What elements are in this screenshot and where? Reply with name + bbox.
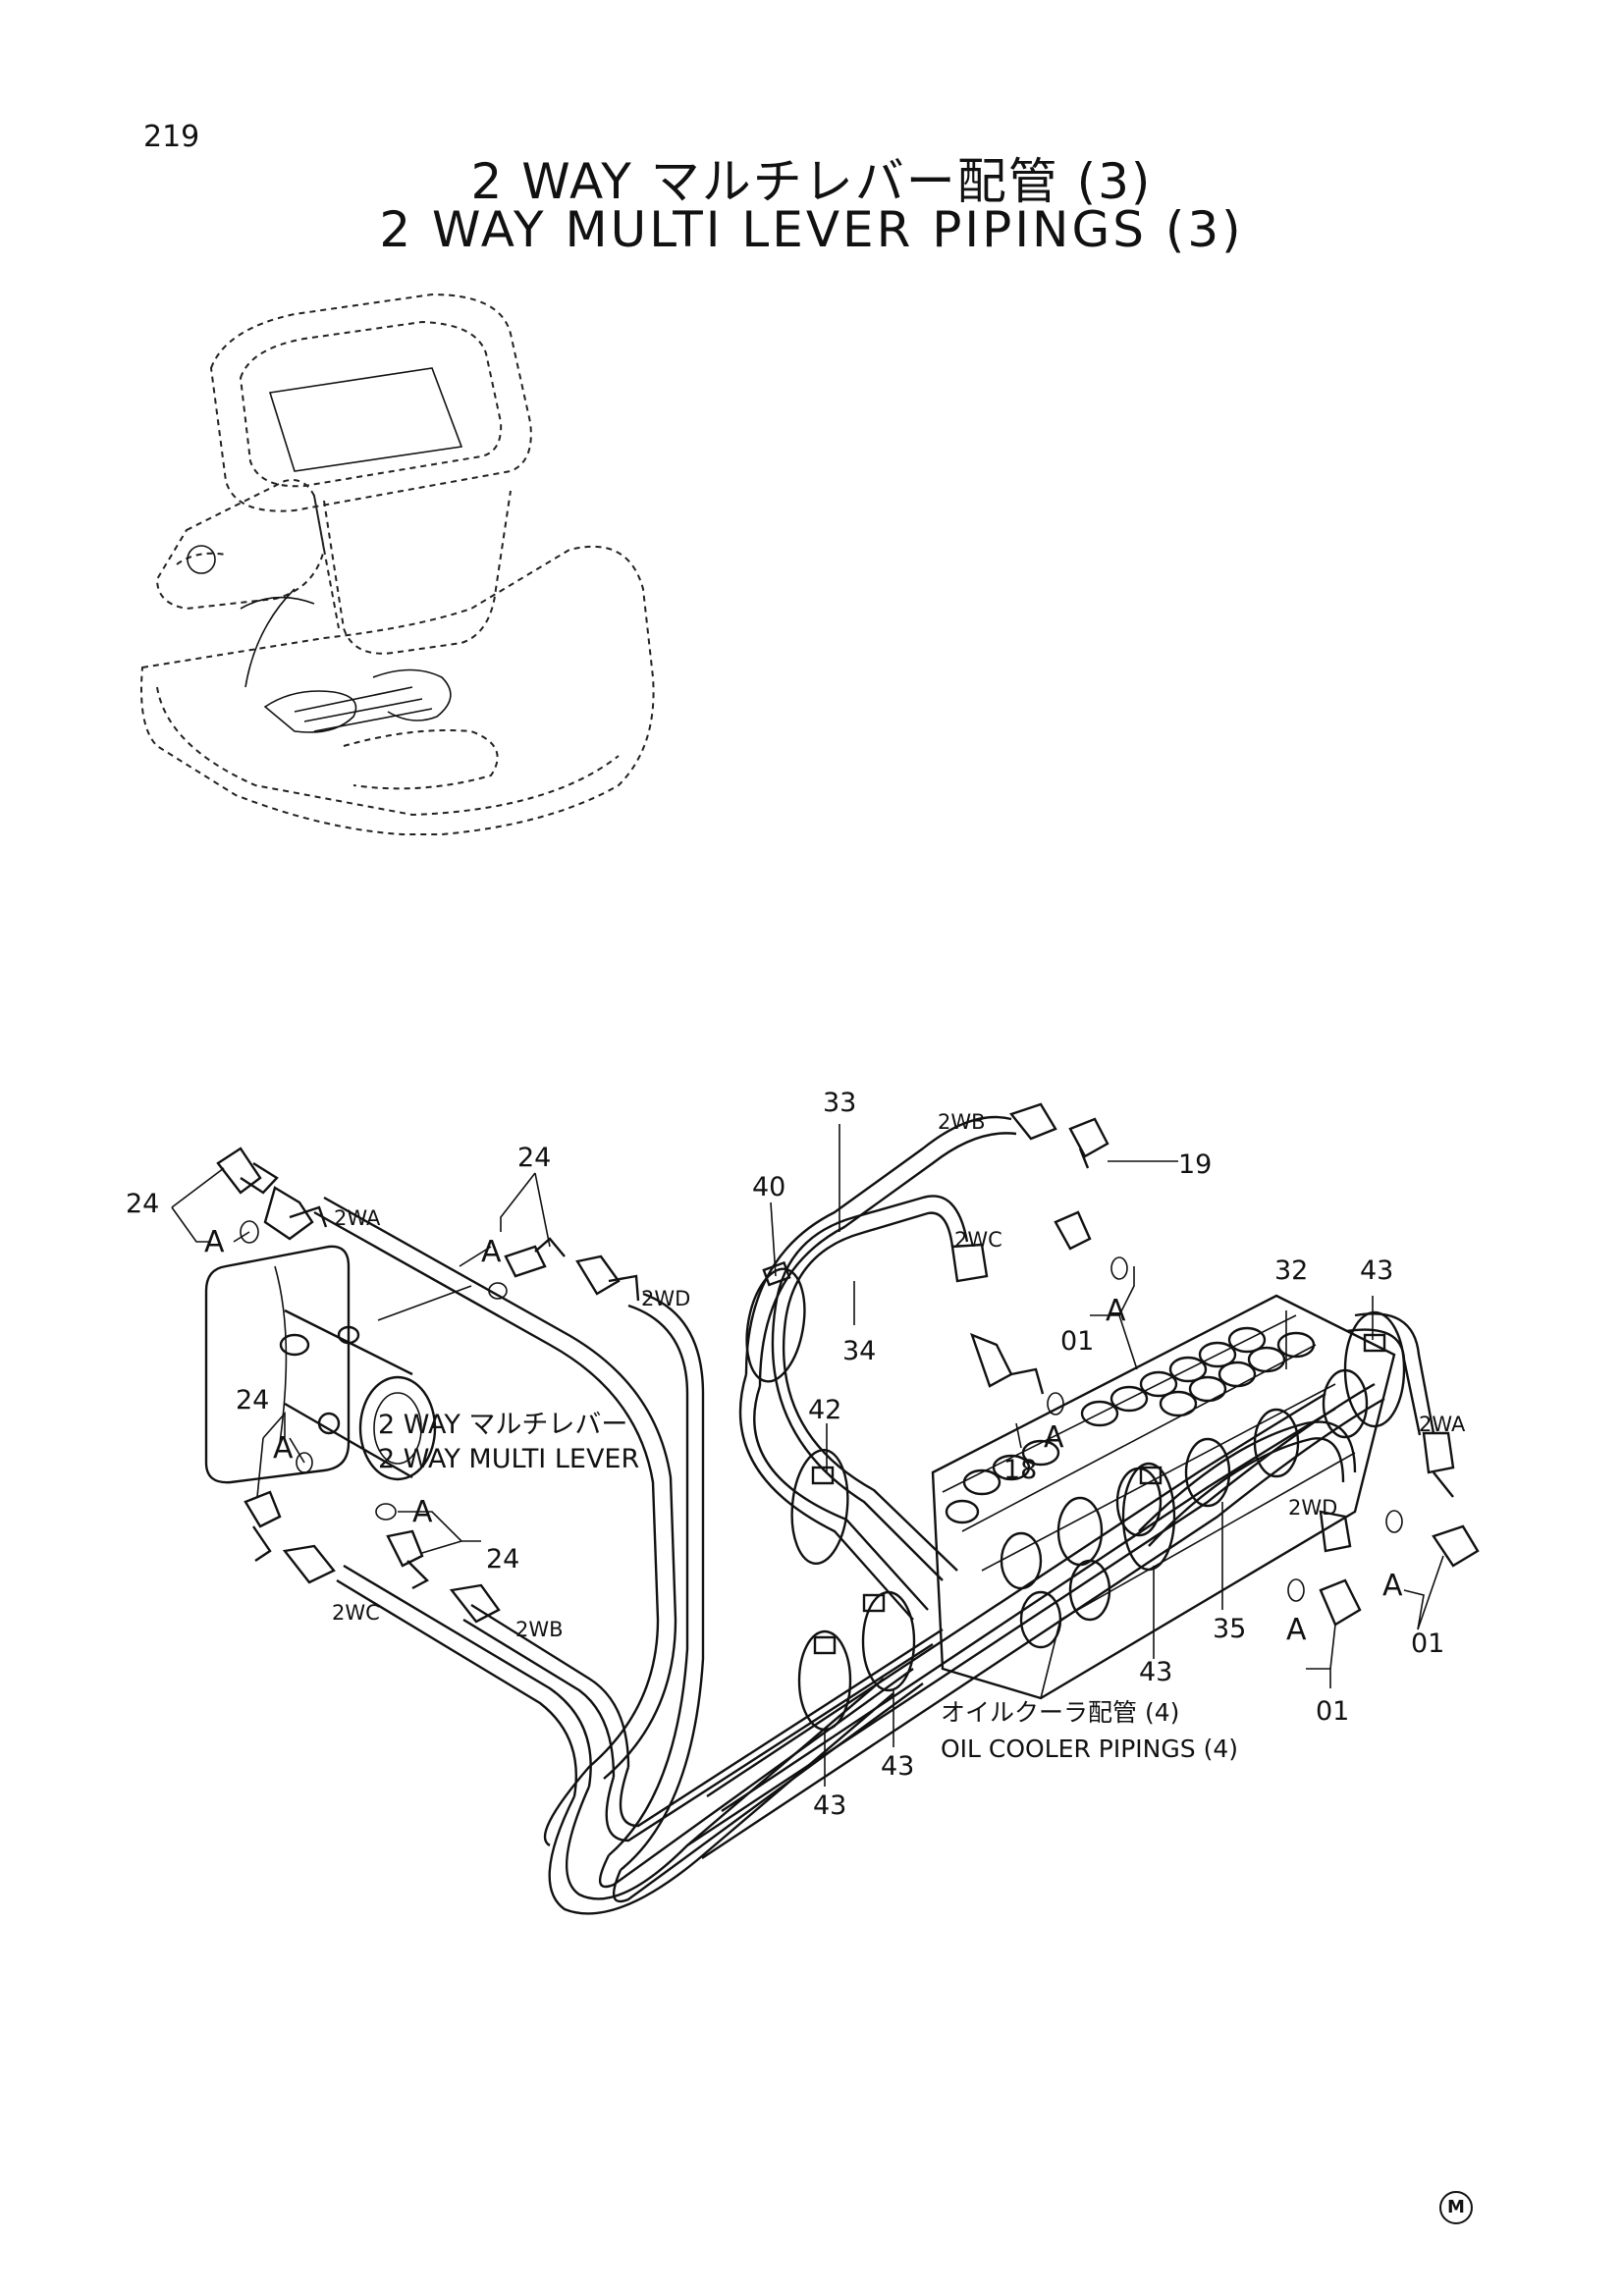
hose-tag-2wc: 2WC [954, 1228, 1002, 1252]
ref-label-a: A [1044, 1420, 1064, 1455]
hose-tag-2wa: 2WA [1419, 1413, 1466, 1436]
hose-tag-2wb: 2WB [515, 1618, 564, 1641]
part-label-40: 40 [752, 1172, 785, 1202]
part-label-32: 32 [1274, 1255, 1308, 1286]
callouts: 2 WAY マルチレバー 2 WAY MULTI LEVER オイルクーラ配管 … [378, 1410, 1238, 1763]
hose-tag-2wc: 2WC [332, 1601, 380, 1625]
ref-label-a: A [1106, 1294, 1126, 1328]
part-number-labels: 24 24 24 24 33 40 34 19 32 43 01 42 18 3… [126, 1088, 1444, 1821]
leader-lines [171, 1124, 1444, 1787]
part-label-01: 01 [1060, 1326, 1094, 1357]
ref-label-a: A [204, 1225, 225, 1259]
part-label-42: 42 [808, 1395, 841, 1425]
part-label-24: 24 [517, 1143, 551, 1173]
part-label-24: 24 [236, 1385, 269, 1415]
hose-tag-2wd: 2WD [641, 1287, 690, 1310]
callout-cooler-japanese: オイルクーラ配管 (4) [941, 1698, 1179, 1727]
title-english: 2 WAY MULTI LEVER PIPINGS (3) [379, 201, 1244, 258]
part-label-18: 18 [1003, 1455, 1037, 1485]
part-label-43: 43 [881, 1751, 914, 1782]
part-label-19: 19 [1178, 1149, 1212, 1180]
ref-label-a: A [273, 1431, 294, 1466]
hose-bundle [313, 1115, 1435, 1915]
machine-overview-drawing [140, 293, 655, 835]
reference-labels: A A A A A A A A [204, 1225, 1403, 1647]
part-label-43: 43 [1360, 1255, 1393, 1286]
ref-label-a: A [1286, 1613, 1307, 1647]
part-label-34: 34 [842, 1336, 876, 1366]
part-label-01: 01 [1411, 1629, 1444, 1659]
page-number: 219 [143, 120, 200, 154]
publisher-mark-icon: M [1439, 2191, 1473, 2224]
part-label-35: 35 [1213, 1614, 1246, 1644]
ref-label-a: A [481, 1235, 502, 1269]
callout-lever-english: 2 WAY MULTI LEVER [378, 1444, 639, 1474]
part-label-33: 33 [823, 1088, 856, 1118]
hose-tag-2wb: 2WB [938, 1110, 986, 1134]
part-label-01: 01 [1316, 1696, 1349, 1727]
fittings [216, 1102, 1480, 1627]
callout-lever-japanese: 2 WAY マルチレバー [378, 1410, 627, 1440]
hose-tag-2wd: 2WD [1288, 1496, 1337, 1520]
ref-label-a: A [412, 1495, 433, 1529]
ref-label-a: A [1382, 1569, 1403, 1603]
part-label-24: 24 [126, 1189, 159, 1219]
part-label-43: 43 [813, 1790, 846, 1821]
control-valve [931, 1294, 1396, 1700]
hose-tag-2wa: 2WA [334, 1206, 381, 1230]
connection-labels: 2WA 2WD 2WC 2WB 2WB 2WC 2WA 2WD [332, 1110, 1466, 1641]
title-japanese: 2 WAY マルチレバー配管 (3) [470, 153, 1153, 210]
callout-cooler-english: OIL COOLER PIPINGS (4) [941, 1735, 1238, 1763]
multi-lever-valve [204, 1245, 437, 1484]
part-label-43: 43 [1139, 1657, 1172, 1687]
part-label-24: 24 [486, 1544, 519, 1575]
